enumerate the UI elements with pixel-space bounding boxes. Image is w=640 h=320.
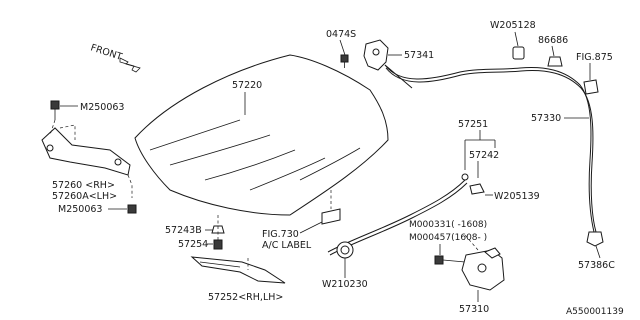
rod-end-57242: [461, 173, 485, 195]
label-w205128: W205128: [490, 20, 536, 31]
cable-branch: [384, 64, 413, 89]
front-label: FRONT: [89, 42, 123, 63]
label-57260-rh: 57260 <RH>: [52, 180, 115, 191]
label-fig730: FIG.730: [262, 229, 299, 240]
front-arrow-icon: [119, 57, 141, 73]
leader-w205128: [514, 31, 519, 47]
leader-fig730: [299, 221, 323, 234]
label-57254: 57254: [178, 239, 208, 250]
leader-57386c: [595, 245, 601, 259]
bolt-m250063-bottom: [127, 204, 137, 214]
label-57341: 57341: [404, 50, 434, 61]
label-57243b: 57243B: [165, 225, 202, 236]
latch-57341: [363, 39, 389, 71]
cushion-57243b: [211, 225, 225, 234]
label-w205139: W205139: [494, 191, 540, 202]
dash-hinge-top: [49, 119, 56, 136]
clip-w205128: [512, 46, 525, 60]
label-m000457: M000457(1608- ): [409, 233, 487, 243]
label-57220: 57220: [232, 80, 262, 91]
label-57251: 57251: [458, 119, 488, 130]
label-57330: 57330: [531, 113, 561, 124]
bolt-0474s: [340, 54, 349, 68]
label-m250063-bottom: M250063: [58, 204, 102, 215]
label-57386c: 57386C: [578, 260, 615, 271]
label-57260a-lh: 57260A<LH>: [52, 191, 117, 202]
label-ac-label: A/C LABEL: [262, 240, 312, 251]
label-57310: 57310: [459, 304, 489, 315]
label-m000331: M000331( -1608): [409, 220, 487, 230]
bolt-m250063-top: [50, 100, 60, 120]
seal-57252: [190, 256, 286, 284]
release-cable-57330: [384, 64, 595, 233]
hinge-57260: [41, 127, 131, 176]
leader-0474s: [339, 39, 346, 56]
diagram-id: A550001139: [566, 307, 624, 317]
bolt-m000331: [434, 255, 466, 265]
prop-cable: [327, 179, 466, 253]
label-w210230: W210230: [322, 279, 368, 290]
clip-86686: [547, 56, 563, 67]
grommet-fig875: [583, 79, 599, 95]
grommet-w210230: [336, 241, 354, 259]
label-57242: 57242: [469, 150, 499, 161]
ac-label-sticker: [321, 208, 341, 225]
label-m250063-top: M250063: [80, 102, 124, 113]
leader-86686: [551, 45, 555, 57]
label-57252: 57252<RH,LH>: [208, 292, 283, 303]
stopper-57254: [213, 239, 223, 250]
hood-panel-57220: [134, 54, 389, 216]
dash-hinge-bottom: [127, 174, 133, 198]
label-0474s: 0474S: [326, 29, 356, 40]
release-cable-57330-inner: [385, 67, 597, 233]
clip-57386c: [586, 231, 604, 247]
hood-lock-57310: [461, 247, 505, 291]
label-fig875: FIG.875: [576, 52, 613, 63]
label-86686: 86686: [538, 35, 568, 46]
dash-lock: [464, 234, 479, 251]
